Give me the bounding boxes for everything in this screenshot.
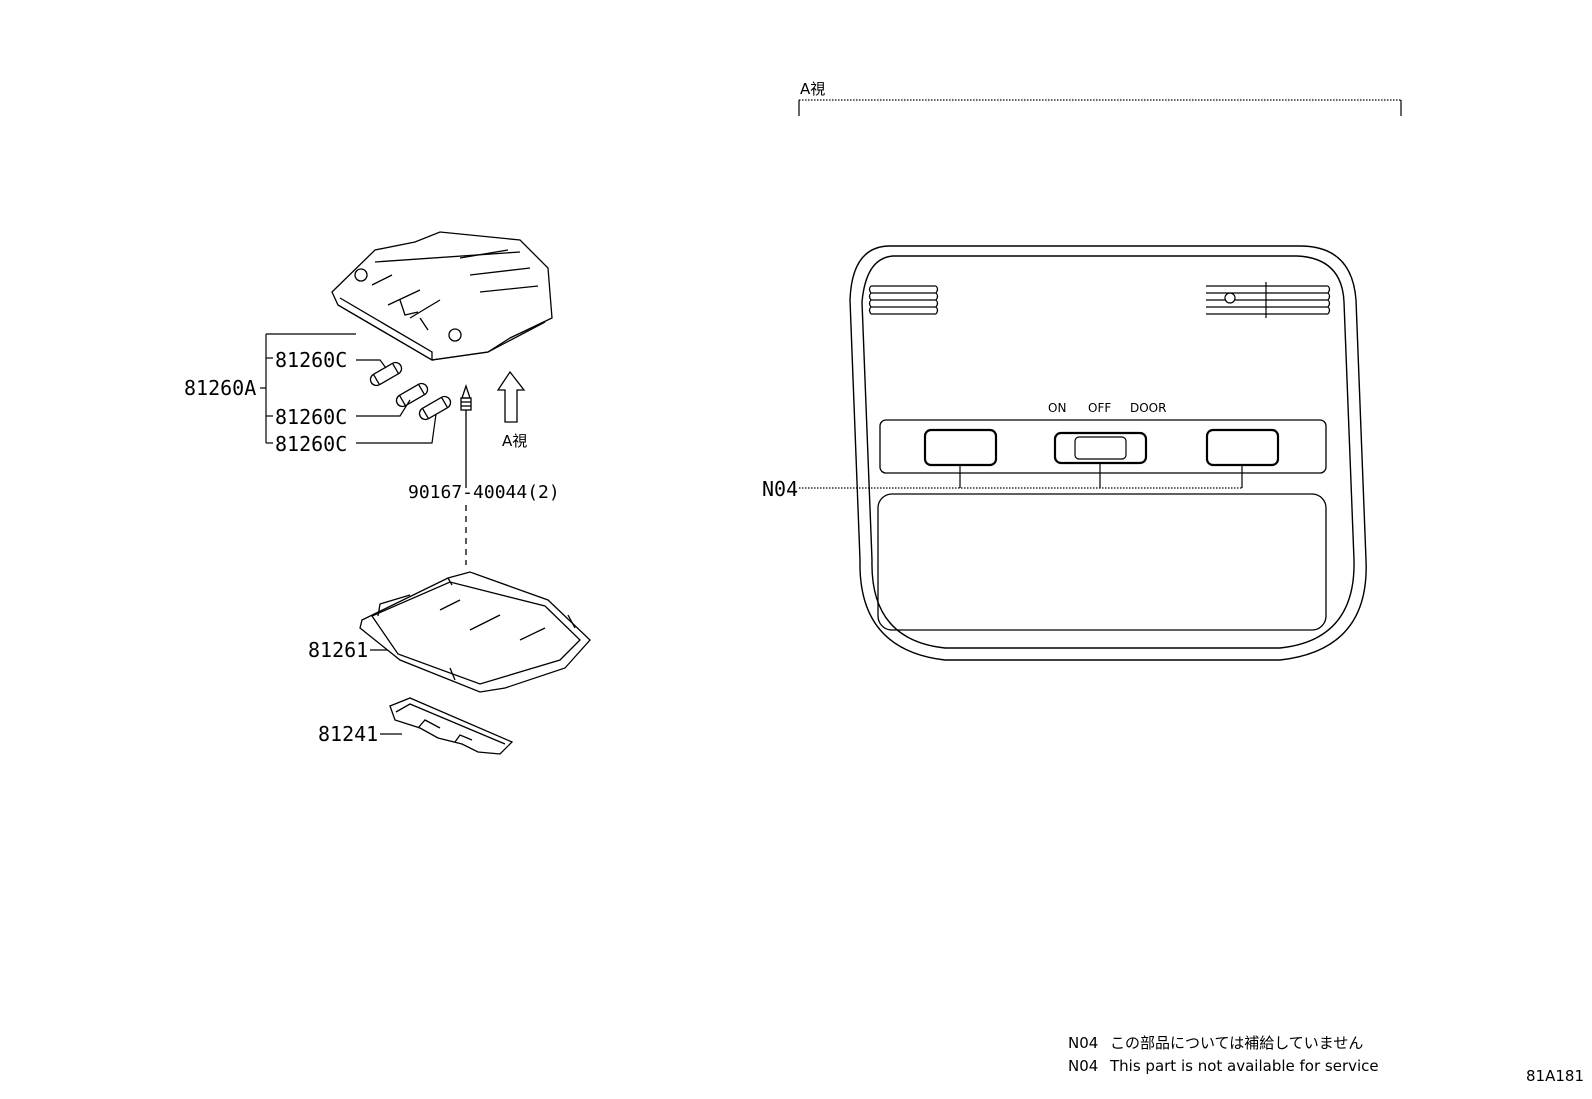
n04-callout-label: N04: [762, 477, 798, 501]
left-vent-grille: [868, 285, 939, 315]
part-81260c-label-3: 81260C: [275, 432, 347, 456]
part-81261-label: 81261: [308, 638, 368, 662]
switch-panel: [879, 419, 1327, 474]
assembly-bracket: [260, 333, 437, 444]
left-lamp-button: [923, 428, 998, 467]
screw-drawing: [460, 383, 472, 565]
part-81260c-label-2: 81260C: [275, 405, 347, 429]
note-text: この部品については補給していません: [1110, 1034, 1364, 1052]
note-text: This part is not available for service: [1110, 1057, 1379, 1075]
view-label-small: A視: [502, 432, 527, 450]
diagram-code: 81A181: [1526, 1067, 1584, 1085]
lamp-housing-drawing: [331, 231, 553, 362]
right-vent-grille: [1206, 282, 1331, 318]
part-screw-label: 90167-40044(2): [408, 482, 560, 503]
right-lamp-button: [1205, 428, 1280, 467]
part-81260c-label-1: 81260C: [275, 348, 347, 372]
console-body: [849, 245, 1367, 661]
part-81260a-label: 81260A: [184, 376, 256, 400]
switch-label-off: OFF: [1088, 401, 1111, 415]
view-bracket: [798, 99, 1402, 116]
cover-drawing: [389, 697, 514, 755]
switch-label-door: DOOR: [1130, 401, 1166, 415]
note-code: N04: [1068, 1057, 1099, 1075]
note-japanese: N04 この部品については補給していません: [1068, 1032, 1363, 1053]
view-label-top: A視: [800, 80, 825, 98]
lens-drawing: [359, 571, 591, 693]
bulb-drawings: [369, 361, 452, 421]
note-english: N04 This part is not available for servic…: [1068, 1057, 1379, 1075]
view-arrow: [496, 370, 526, 423]
part-81241-label: 81241: [318, 722, 378, 746]
lower-lens-panel: [877, 493, 1327, 631]
switch-label-on: ON: [1048, 401, 1066, 415]
dome-switch-knob: [1074, 436, 1127, 460]
note-code: N04: [1068, 1034, 1099, 1052]
n04-callout-leaders: [799, 463, 1243, 489]
